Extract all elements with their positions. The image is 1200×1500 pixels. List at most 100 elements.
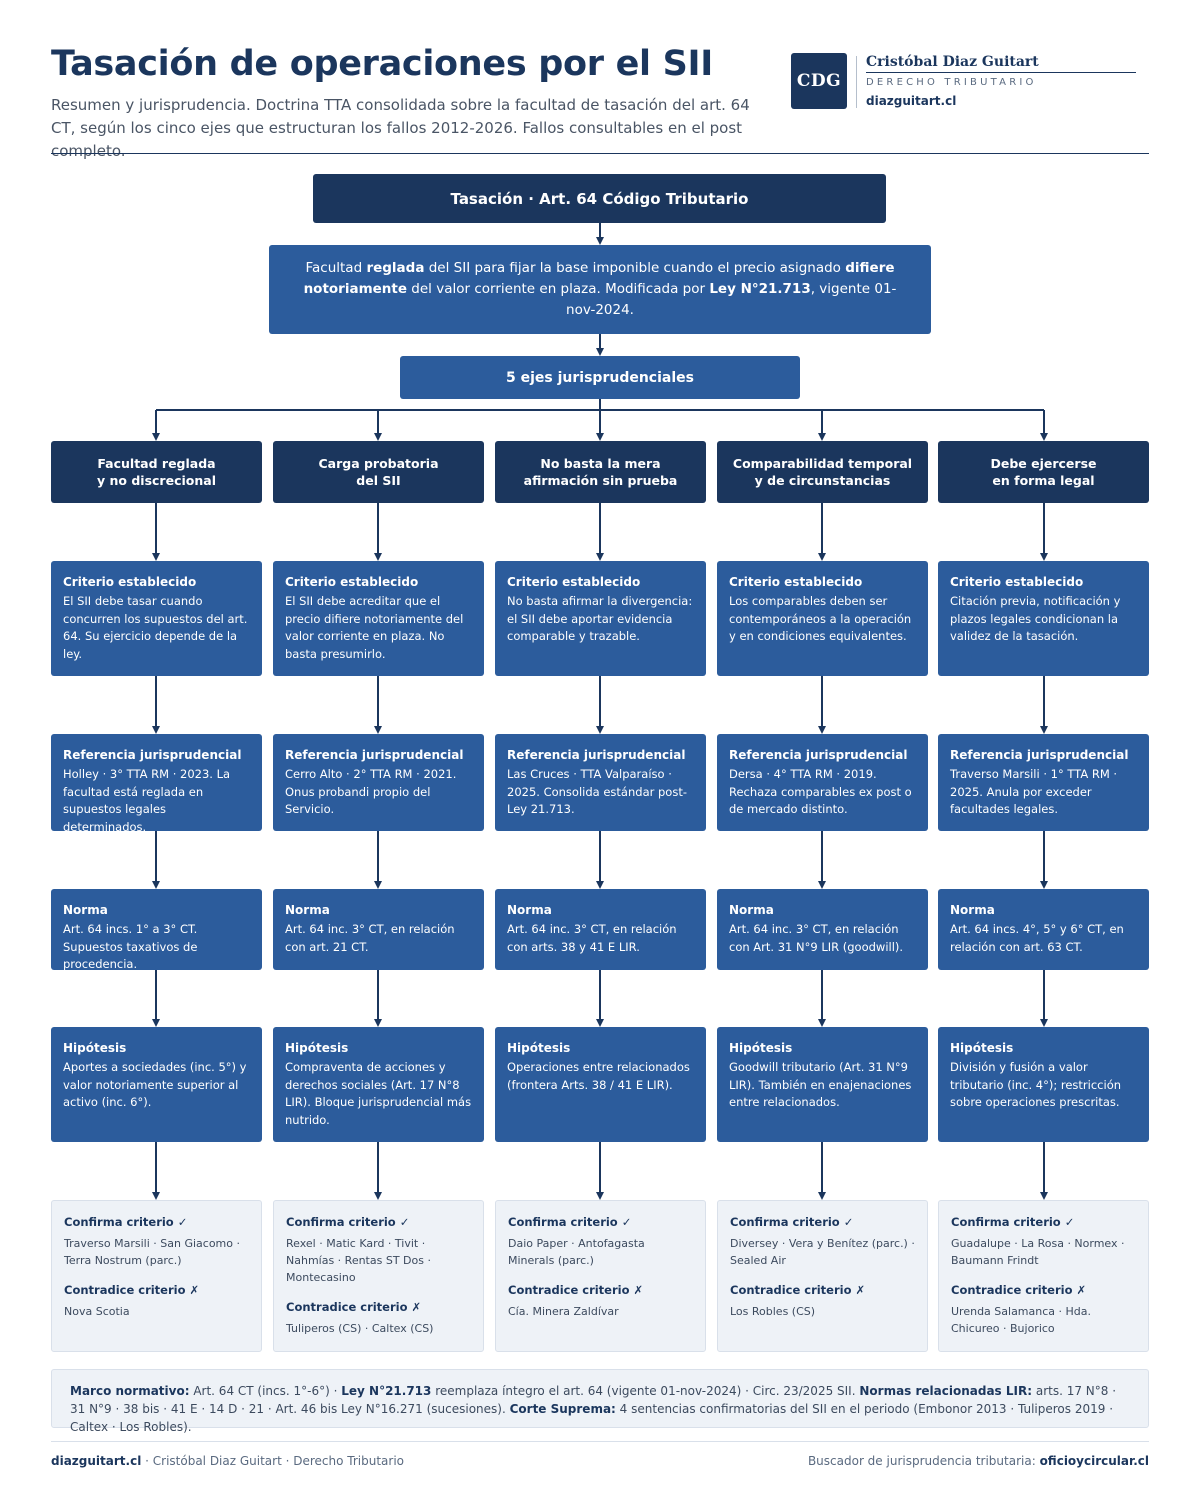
hipotesis-heading: Hipótesis [285, 1041, 349, 1055]
criterio-text: No basta afirmar la divergencia: el SII … [507, 594, 693, 643]
note-label-marco: Marco normativo: [70, 1384, 190, 1398]
note-label-lir: Normas relacionadas LIR: [859, 1384, 1033, 1398]
page-subtitle: Resumen y jurisprudencia. Doctrina TTA c… [51, 96, 750, 160]
axis-3-title: No basta la mera afirmación sin prueba [495, 441, 706, 503]
axis-3-criterio-card: Criterio establecido No basta afirmar la … [495, 561, 706, 676]
definition-node: Facultad reglada del SII para fijar la b… [269, 245, 931, 334]
norma-text: Art. 64 incs. 1° a 3° CT. Supuestos taxa… [63, 922, 198, 971]
criterio-heading: Criterio establecido [63, 575, 197, 589]
contradice-heading: Contradice criterio ✗ [64, 1283, 200, 1297]
brand-logo: CDG [791, 53, 847, 109]
criterio-text: Citación previa, notificación y plazos l… [950, 594, 1121, 643]
referencia-heading: Referencia jurisprudencial [507, 748, 686, 762]
axis-title-text: Comparabilidad temporal y de circunstanc… [732, 456, 913, 488]
norma-heading: Norma [285, 903, 330, 917]
norma-heading: Norma [507, 903, 552, 917]
referencia-heading: Referencia jurisprudencial [729, 748, 908, 762]
axis-title-text: No basta la mera afirmación sin prueba [523, 456, 678, 488]
footer-right: Buscador de jurisprudencia tributaria: o… [808, 1454, 1149, 1468]
footer-author: · Cristóbal Diaz Guitart · Derecho Tribu… [141, 1454, 404, 1468]
referencia-heading: Referencia jurisprudencial [63, 748, 242, 762]
confirma-cases: Rexel · Matic Kard · Tivit · Nahmías · R… [286, 1237, 431, 1284]
contradice-cases: Nova Scotia [64, 1305, 130, 1318]
root-node: Tasación · Art. 64 Código Tributario [313, 174, 886, 223]
confirma-cases: Traverso Marsili · San Giacomo · Terra N… [64, 1237, 240, 1267]
referencia-text: Traverso Marsili · 1° TTA RM · 2025. Anu… [950, 767, 1118, 816]
contradice-cases: Urenda Salamanca · Hda. Chicureo · Bujor… [951, 1305, 1092, 1335]
hipotesis-text: Goodwill tributario (Art. 31 N°9 LIR). T… [729, 1060, 912, 1109]
footer-divider [51, 1441, 1149, 1442]
hipotesis-heading: Hipótesis [507, 1041, 571, 1055]
axis-4-title: Comparabilidad temporal y de circunstanc… [717, 441, 928, 503]
hipotesis-text: Aportes a sociedades (inc. 5°) y valor n… [63, 1060, 247, 1109]
confirma-heading: Confirma criterio ✓ [508, 1215, 632, 1229]
hipotesis-heading: Hipótesis [63, 1041, 127, 1055]
footer-search-label: Buscador de jurisprudencia tributaria: [807, 1454, 1040, 1468]
confirma-cases: Diversey · Vera y Benítez (parc.) · Seal… [730, 1237, 915, 1267]
hipotesis-heading: Hipótesis [729, 1041, 793, 1055]
brand-tagline: DERECHO TRIBUTARIO [866, 77, 1037, 88]
brand-divider [856, 56, 857, 108]
note-label-cs: Corte Suprema: [509, 1402, 616, 1416]
page-title: Tasación de operaciones por el SII [51, 44, 713, 84]
hipotesis-text: Compraventa de acciones y derechos socia… [285, 1060, 472, 1127]
confirma-heading: Confirma criterio ✓ [730, 1215, 854, 1229]
axis-title-text: Facultad reglada y no discrecional [97, 456, 216, 488]
note-text-4: 4 sentencias confirmatorias del SII en e… [70, 1402, 1114, 1434]
definition-text-4: , vigente 01-nov-2024. [566, 281, 897, 318]
criterio-heading: Criterio establecido [729, 575, 863, 589]
brand-url[interactable]: diazguitart.cl [866, 94, 957, 108]
note-text-2: reemplaza íntegro el art. 64 (vigente 01… [431, 1384, 860, 1398]
hipotesis-text: Operaciones entre relacionados (frontera… [507, 1060, 690, 1092]
axis-1-title: Facultad reglada y no discrecional [51, 441, 262, 503]
axis-2-title: Carga probatoria del SII [273, 441, 484, 503]
footer-left: diazguitart.cl · Cristóbal Diaz Guitart … [51, 1454, 404, 1468]
definition-text-3: del valor corriente en plaza. Modificada… [407, 281, 710, 297]
footer-search-link[interactable]: oficioycircular.cl [1039, 1454, 1149, 1468]
contradice-cases: Tuliperos (CS) · Caltex (CS) [286, 1322, 434, 1335]
axis-5-cases-card: Confirma criterio ✓Guadalupe · La Rosa ·… [938, 1200, 1149, 1352]
confirma-cases: Guadalupe · La Rosa · Normex · Baumann F… [951, 1237, 1125, 1267]
axis-1-cases-card: Confirma criterio ✓ Traverso Marsili · Sa… [51, 1200, 262, 1352]
criterio-text: El SII debe acreditar que el precio difi… [285, 594, 464, 661]
axis-2-cases-card: Confirma criterio ✓ Rexel · Matic Kard · … [273, 1200, 484, 1352]
axis-4-cases-card: Confirma criterio ✓ Diversey · Vera y Ben… [717, 1200, 928, 1352]
criterio-heading: Criterio establecido [950, 575, 1084, 589]
note-label-ley: Ley N°21.713 [341, 1384, 432, 1398]
confirma-cases: Daio Paper · Antofagasta Minerals (parc.… [508, 1237, 645, 1267]
confirma-heading: Confirma criterio ✓ [286, 1215, 410, 1229]
referencia-text: Dersa · 4° TTA RM · 2019. Rechaza compar… [729, 767, 912, 816]
footer-site-link[interactable]: diazguitart.cl [51, 1454, 142, 1468]
norma-text: Art. 64 inc. 3° CT, en relación con Art.… [729, 922, 904, 954]
hipotesis-text: División y fusión a valor tributario (in… [950, 1060, 1122, 1109]
criterio-text: Los comparables deben ser contemporáneos… [729, 594, 912, 643]
definition-text-1: Facultad [305, 260, 367, 276]
note-text-3: arts. 17 N°8 · 31 N°9 · 38 bis · 41 E · … [70, 1384, 1117, 1416]
header-divider [51, 153, 1149, 154]
axis-title-text: Debe ejercerse en forma legal [990, 456, 1097, 488]
norma-heading: Norma [63, 903, 108, 917]
hipotesis-heading: Hipótesis [950, 1041, 1014, 1055]
criterio-heading: Criterio establecido [507, 575, 641, 589]
normative-framework-note: Marco normativo: Art. 64 CT (incs. 1°-6°… [51, 1369, 1149, 1434]
confirma-heading: Confirma criterio ✓ [64, 1215, 188, 1229]
contradice-heading: Contradice criterio ✗ [951, 1283, 1087, 1297]
brand-underline [866, 72, 1136, 73]
referencia-text: Las Cruces · TTA Valparaíso · 2025. Cons… [507, 767, 687, 816]
axis-3-cases-card: Confirma criterio ✓ Daio Paper · Antofaga… [495, 1200, 706, 1352]
definition-bold-3: Ley N°21.713 [709, 281, 811, 297]
brand-name: Cristóbal Diaz Guitart [866, 54, 1039, 70]
definition-bold-1: reglada [366, 260, 425, 276]
